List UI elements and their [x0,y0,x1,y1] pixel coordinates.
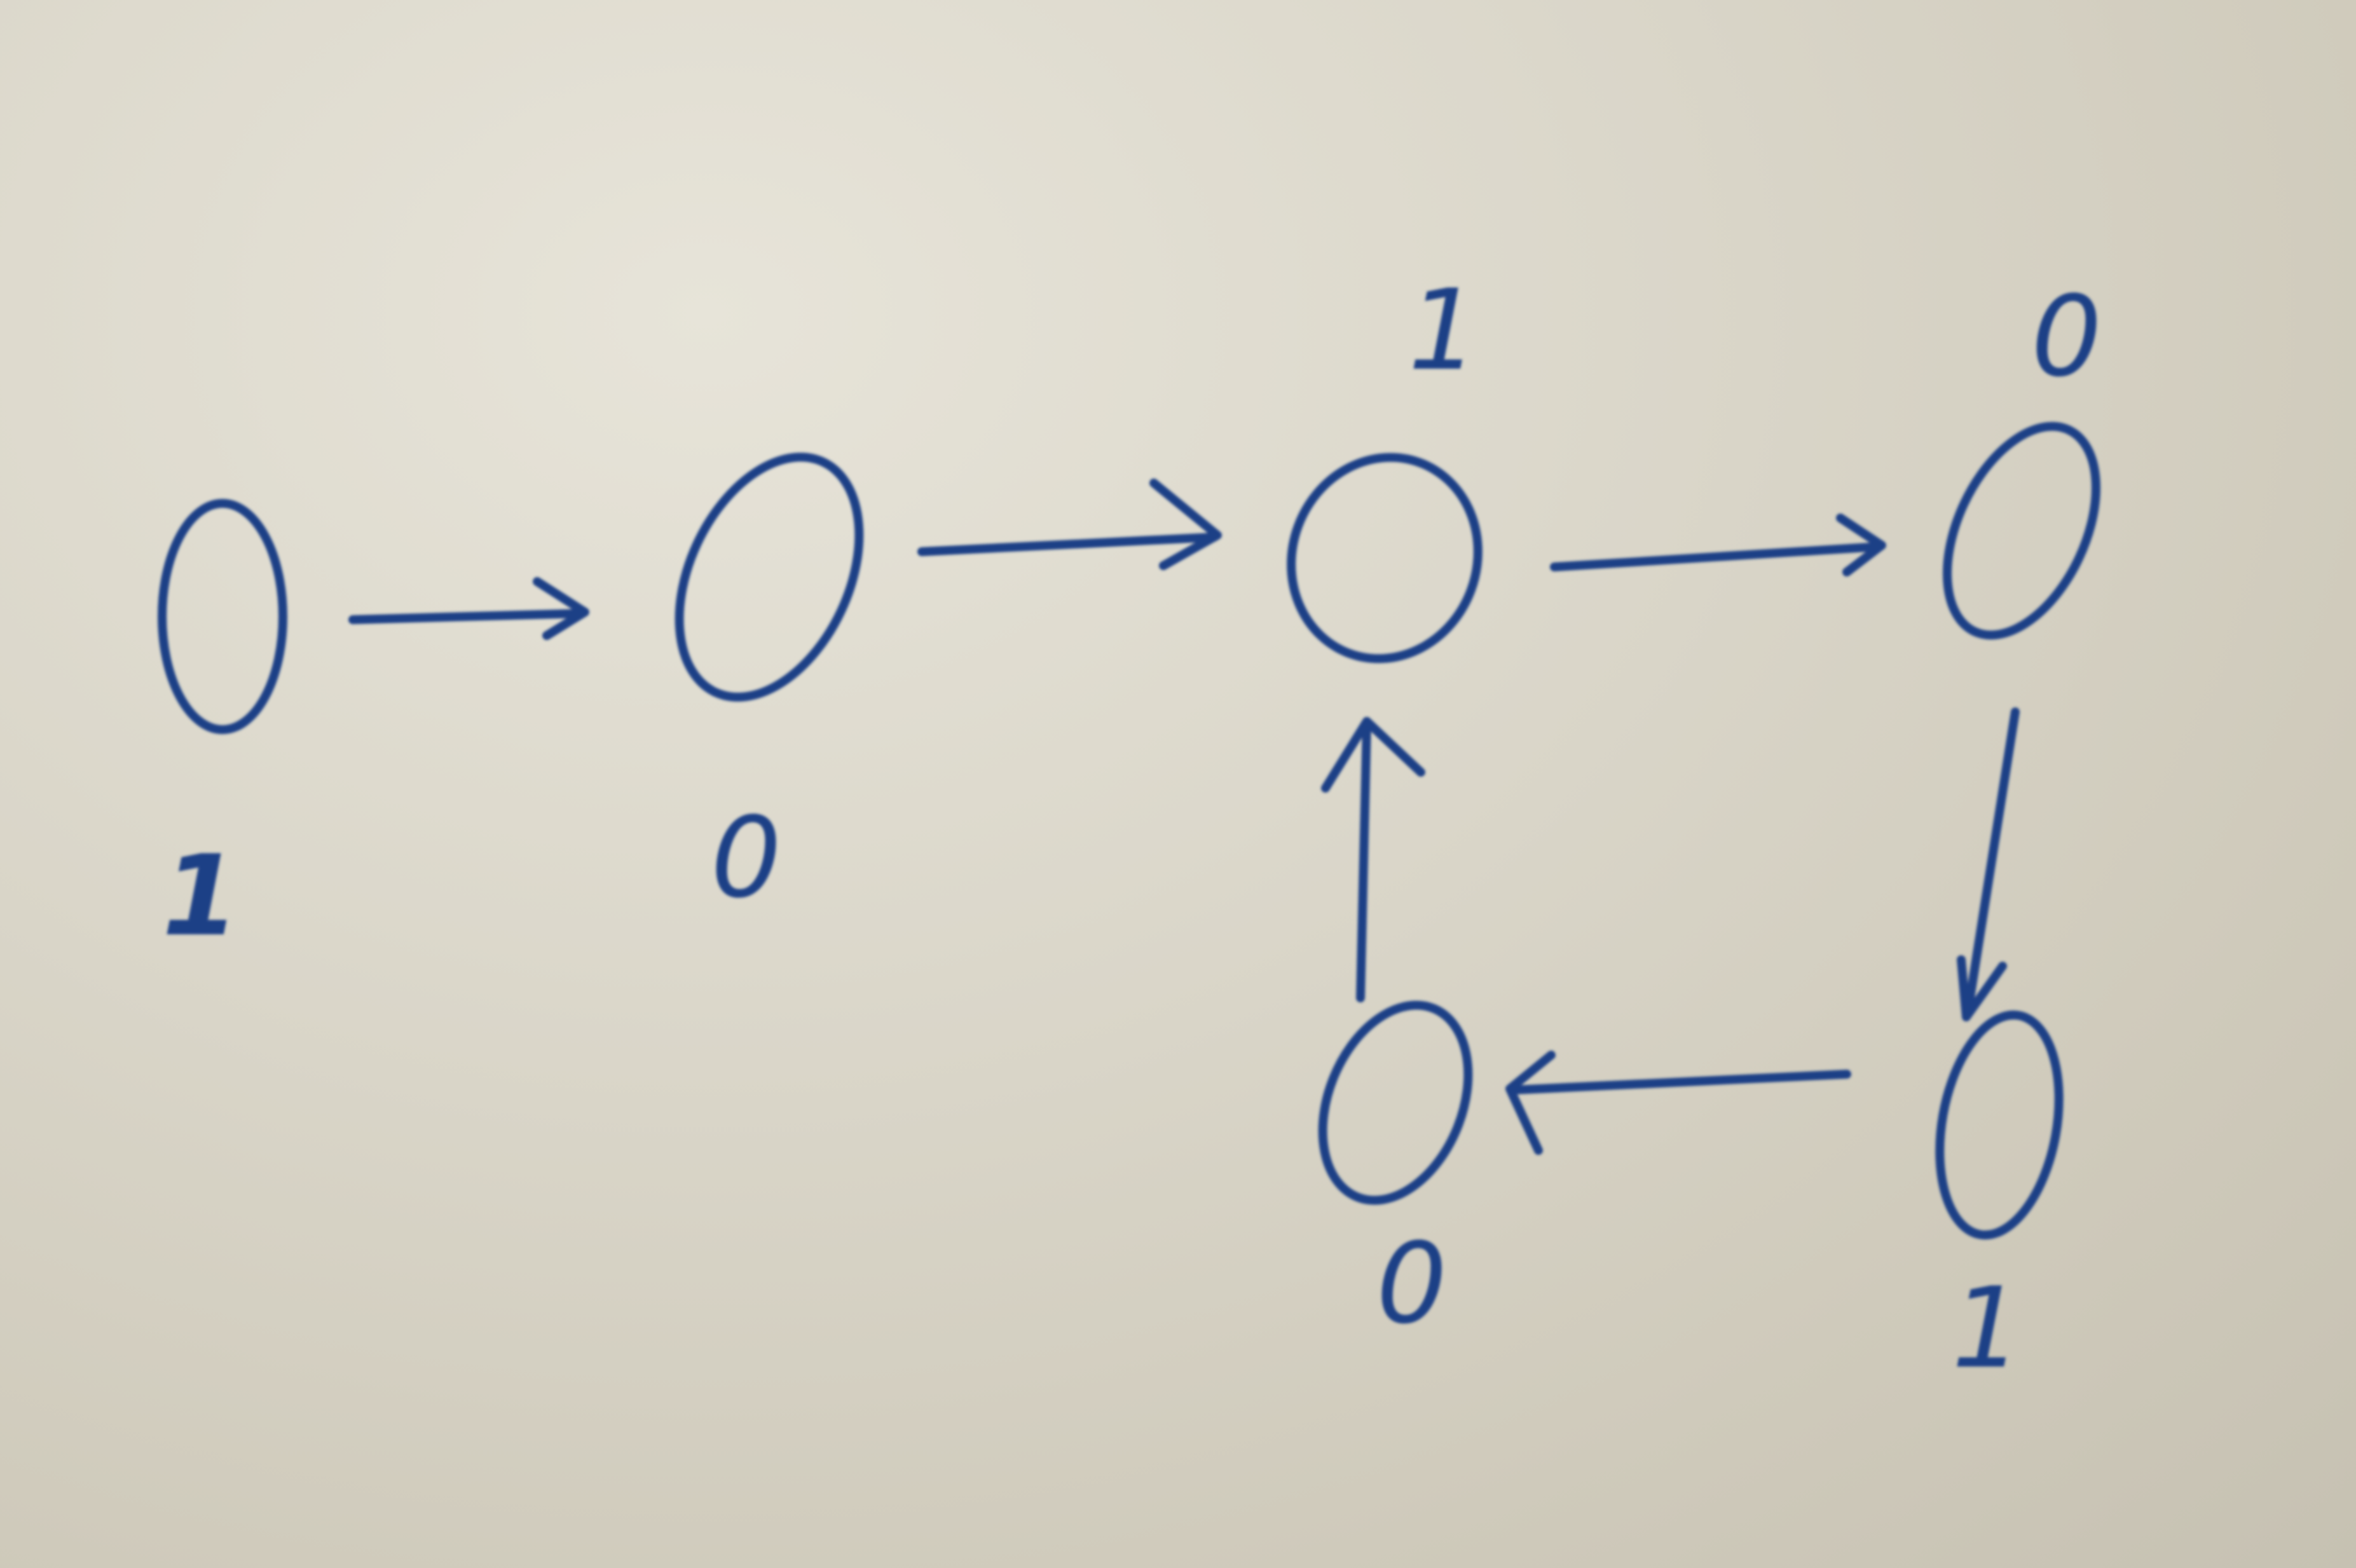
node-2-label: 0 [711,794,781,923]
node-6-circle [1318,1000,1473,1205]
node-1-label: 1 [162,832,240,961]
node-5: 1 [1935,1010,2064,1393]
node-4: 0 [1943,273,2102,640]
arrowhead-icon [533,577,589,640]
node-4-circle [1943,421,2100,640]
node-3: 1 [1287,266,1483,664]
edge-line [1963,707,2020,1018]
node-1-circle [158,499,287,734]
arrowhead-icon [1957,955,2007,1021]
edge-node4-to-node5 [1957,707,2020,1021]
edge-node2-to-node3 [917,479,1222,570]
node-6: 0 [1318,1000,1473,1349]
node-4-label: 0 [2031,273,2102,402]
arrowhead-icon [1149,479,1222,570]
arrowhead-icon [1505,1051,1556,1155]
node-3-label: 1 [1408,266,1479,395]
arrowhead-icon [1321,717,1425,793]
edge-line [348,609,586,624]
edge-node5-to-node6 [1505,1051,1851,1155]
edge-line [1550,542,1883,571]
arrowhead-icon [1836,514,1886,576]
node-3-circle [1287,453,1483,664]
node-6-label: 0 [1376,1220,1447,1349]
edge-line [1356,720,1371,1002]
node-2-circle [675,453,864,702]
edge-node3-to-node4 [1550,514,1886,576]
edge-node6-to-node3 [1321,717,1425,1002]
edge-node1-to-node2 [348,577,589,640]
edge-line [917,533,1219,556]
node-2: 0 [675,453,864,923]
node-5-label: 1 [1952,1264,2022,1393]
node-1: 1 [158,499,287,961]
node-5-circle [1935,1010,2064,1240]
edge-line [1509,1070,1851,1094]
